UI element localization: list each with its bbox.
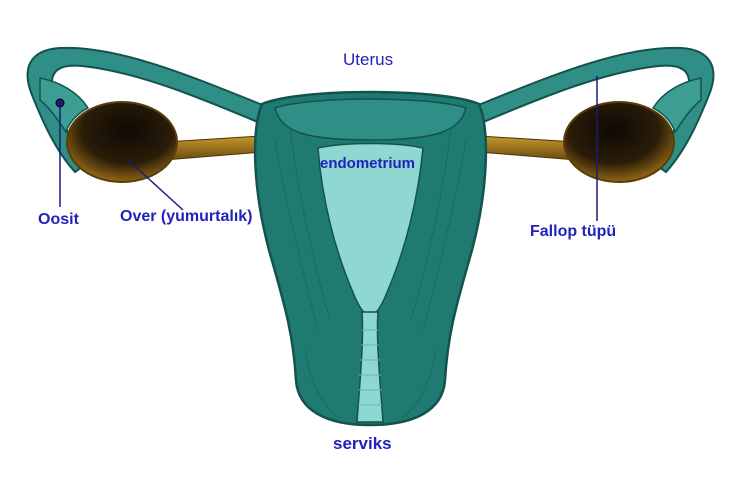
uterine-fundus (275, 99, 466, 140)
right-ovarian-ligament (479, 136, 576, 160)
over-label: Over (yumurtalık) (120, 208, 252, 226)
oocyte (56, 99, 64, 107)
oosit-label: Oosit (38, 211, 79, 229)
serviks-label: serviks (333, 434, 392, 454)
left-ovary (67, 102, 177, 182)
endometrium-label: endometrium (320, 155, 415, 172)
right-ovary (564, 102, 674, 182)
fallop-label: Fallop tüpü (530, 223, 616, 241)
left-ovarian-ligament (165, 136, 262, 160)
uterus-label: Uterus (343, 50, 393, 70)
